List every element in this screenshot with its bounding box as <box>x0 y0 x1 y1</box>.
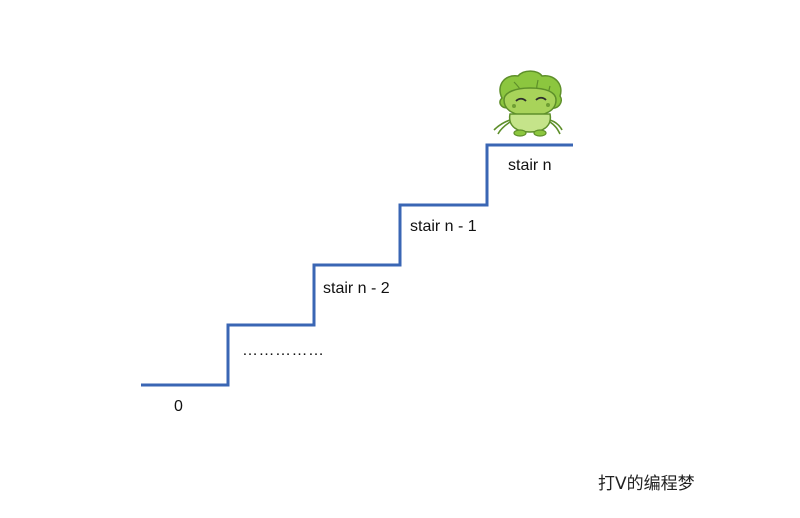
staircase-line <box>141 143 573 387</box>
label-ground-0: 0 <box>174 398 183 415</box>
label-stair-n-minus-2: stair n - 2 <box>323 280 390 297</box>
label-stair-n-minus-1: stair n - 1 <box>410 218 477 235</box>
frog-icon <box>493 70 563 137</box>
watermark-text: 打V的编程梦 <box>598 474 695 494</box>
label-stair-n: stair n <box>508 157 552 174</box>
label-ellipsis: …………… <box>242 342 325 359</box>
